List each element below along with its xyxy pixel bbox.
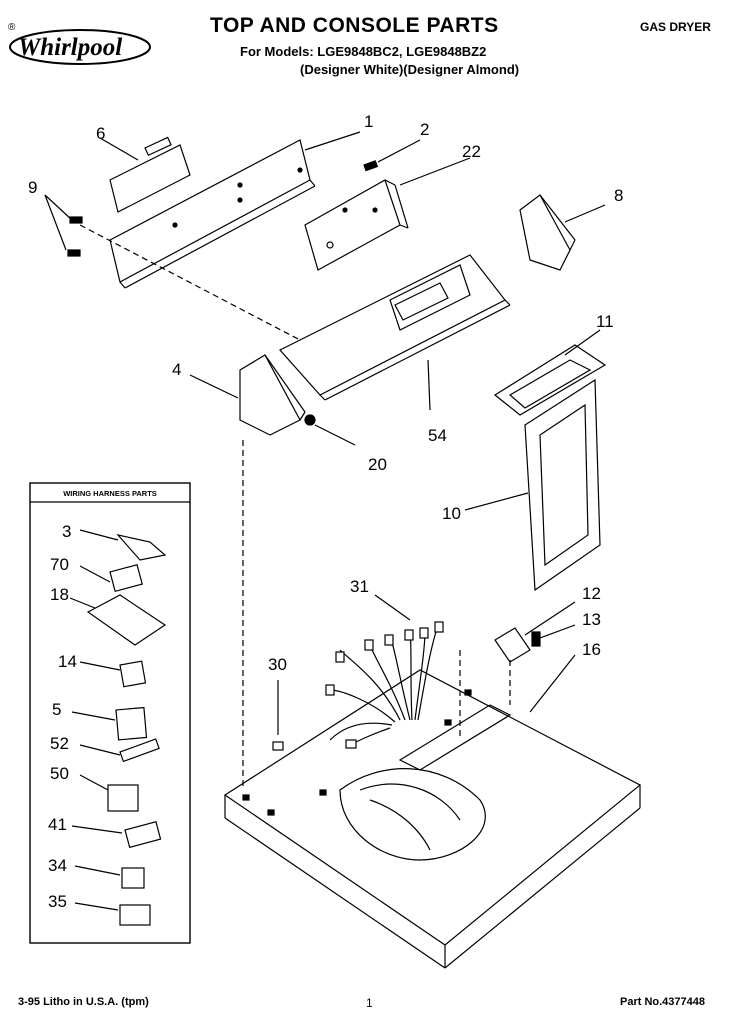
callout-41: 41 bbox=[48, 815, 67, 834]
part-number: Part No.4377448 bbox=[620, 996, 705, 1008]
registered-mark: ® bbox=[8, 22, 16, 33]
terminal-52 bbox=[119, 738, 160, 763]
callout-2: 2 bbox=[420, 120, 430, 139]
callout-18: 18 bbox=[50, 585, 69, 604]
control-board bbox=[304, 179, 401, 271]
callout-8: 8 bbox=[614, 186, 624, 205]
connector-50 bbox=[107, 784, 139, 812]
callout-5: 5 bbox=[52, 700, 62, 719]
page-title: TOP AND CONSOLE PARTS bbox=[210, 14, 499, 37]
harness-parts-box bbox=[29, 482, 191, 944]
callout-10: 10 bbox=[442, 504, 461, 523]
terminal-14 bbox=[119, 660, 147, 688]
callout-54: 54 bbox=[428, 426, 447, 445]
models-line: For Models: LGE9848BC2, LGE9848BZ2 bbox=[240, 44, 487, 59]
right-end-cap bbox=[519, 194, 571, 271]
callout-12: 12 bbox=[582, 584, 601, 603]
callout-31: 31 bbox=[350, 577, 369, 596]
callout-11: 11 bbox=[596, 312, 614, 331]
connector-18 bbox=[86, 594, 167, 646]
callout-13: 13 bbox=[582, 610, 601, 629]
screw-2 bbox=[363, 160, 379, 172]
whirlpool-logo: ® Whirlpool bbox=[8, 22, 158, 68]
callout-35: 35 bbox=[48, 892, 67, 911]
lint-chute bbox=[524, 378, 601, 592]
callout-30: 30 bbox=[268, 655, 287, 674]
callout-52: 52 bbox=[50, 734, 69, 753]
console-back-panel bbox=[109, 139, 311, 283]
wiring-harness bbox=[325, 621, 486, 861]
callout-3: 3 bbox=[62, 522, 72, 541]
connector-5 bbox=[115, 706, 148, 741]
logo-swoosh-icon bbox=[9, 29, 151, 65]
callout-22: 22 bbox=[462, 142, 481, 161]
connector-41 bbox=[124, 820, 162, 849]
connector-35 bbox=[119, 904, 151, 926]
connector-34 bbox=[121, 867, 145, 889]
callout-16: 16 bbox=[582, 640, 601, 659]
dryer-top-panel bbox=[223, 669, 642, 946]
brand-name: Whirlpool bbox=[18, 34, 123, 61]
callout-70: 70 bbox=[50, 555, 69, 574]
callout-50: 50 bbox=[50, 764, 69, 783]
clip-30 bbox=[272, 741, 284, 751]
callout-1: 1 bbox=[364, 112, 374, 131]
screw-20 bbox=[304, 414, 316, 426]
callout-4: 4 bbox=[172, 360, 182, 379]
appliance-category: GAS DRYER bbox=[640, 20, 711, 34]
left-end-cap bbox=[239, 354, 301, 436]
screw-9a bbox=[69, 216, 83, 224]
callout-34: 34 bbox=[48, 856, 67, 875]
screw-9b bbox=[67, 249, 81, 257]
door-switch-bracket bbox=[494, 627, 531, 663]
lint-screen-top bbox=[493, 344, 607, 416]
timer-bracket bbox=[109, 144, 191, 213]
callout-14: 14 bbox=[58, 652, 77, 671]
connector-70 bbox=[109, 564, 143, 593]
screw-13 bbox=[531, 631, 541, 647]
callout-20: 20 bbox=[368, 455, 387, 474]
callout-9: 9 bbox=[28, 178, 38, 197]
callout-6: 6 bbox=[96, 124, 106, 143]
terminal-3 bbox=[116, 534, 167, 561]
litho-line: 3-95 Litho in U.S.A. (tpm) bbox=[18, 996, 149, 1008]
harness-box-title: WIRING HARNESS PARTS bbox=[63, 489, 157, 498]
variants-line: (Designer White)(Designer Almond) bbox=[300, 62, 520, 77]
page-number: 1 bbox=[366, 996, 373, 1010]
